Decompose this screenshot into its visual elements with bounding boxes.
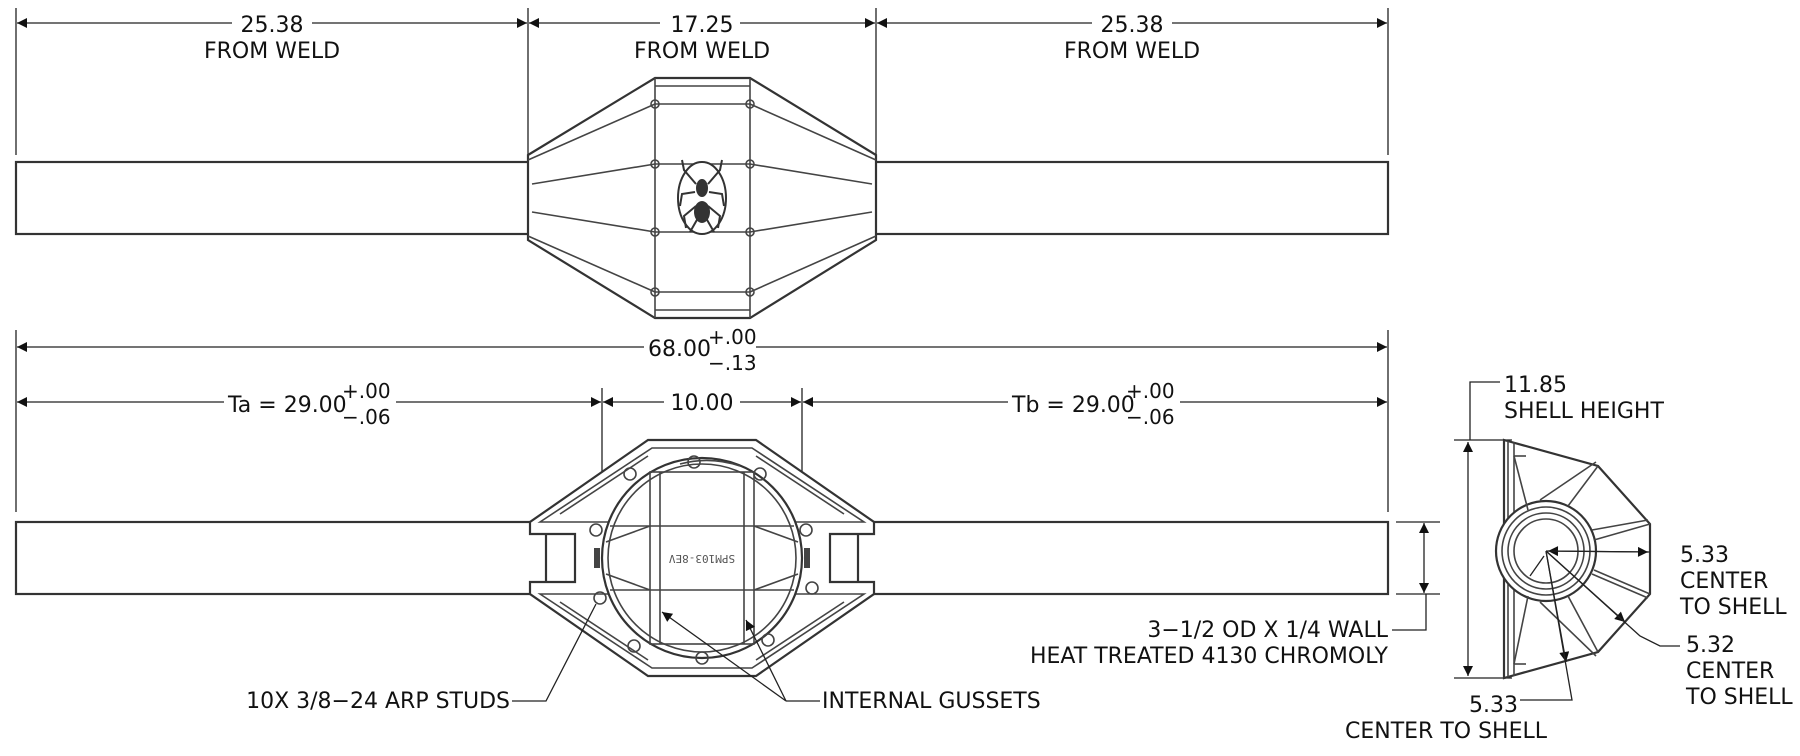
tube-note-line1: 3−1/2 OD X 1/4 WALL [1147,618,1388,643]
c2-value: 5.32 [1686,633,1735,658]
tube-note-line2: HEAT TREATED 4130 CHROMOLY [1030,644,1389,669]
overall-tol-plus: +.00 [708,325,757,349]
tb-tol-plus: +.00 [1126,379,1175,403]
top-center-dim-value: 17.25 [671,13,734,38]
c1-value: 5.33 [1680,543,1729,568]
c3-note: CENTER TO SHELL [1345,719,1548,744]
front-housing: SPM103-8EV [528,438,876,678]
height-dim-value: 11.85 [1504,373,1567,398]
top-view: 25.38 FROM WELD 17.25 FROM WELD 25.38 FR… [14,8,1390,320]
side-view: 11.85 SHELL HEIGHT [1345,373,1793,744]
stud-holes [589,455,819,665]
top-left-dim-note: FROM WELD [204,39,340,64]
top-left-dim-value: 25.38 [241,13,304,38]
top-right-tube [872,160,1390,236]
top-left-tube [14,160,532,236]
c2-line1: CENTER [1686,659,1774,684]
ta-tol-plus: +.00 [342,379,391,403]
front-view: 68.00 +.00 −.13 Ta = 29.00 +.00 −.06 10.… [14,324,1440,714]
top-center-dim-note: FROM WELD [634,39,770,64]
center-dim-value: 10.00 [671,391,734,416]
c1-line2: TO SHELL [1679,595,1787,620]
ta-tol-minus: −.06 [342,405,391,429]
spider-logo-icon [677,159,727,235]
side-shell [1494,438,1652,680]
tb-dim-value: Tb = 29.00 [1011,393,1135,418]
top-right-dim-value: 25.38 [1101,13,1164,38]
overall-tol-minus: −.13 [708,351,757,375]
c2-line2: TO SHELL [1685,685,1793,710]
top-right-dim-note: FROM WELD [1064,39,1200,64]
overall-dim-value: 68.00 [648,337,711,362]
front-left-tube [14,520,548,596]
gussets-note: INTERNAL GUSSETS [822,689,1041,714]
studs-note: 10X 3/8−24 ARP STUDS [246,689,510,714]
tb-tol-minus: −.06 [1126,405,1175,429]
height-dim-note: SHELL HEIGHT [1504,399,1664,424]
front-right-tube [856,520,1390,596]
ta-dim-value: Ta = 29.00 [227,393,347,418]
housing-casting-text: SPM103-8EV [669,552,736,565]
c1-line1: CENTER [1680,569,1768,594]
c3-value: 5.33 [1469,693,1518,718]
